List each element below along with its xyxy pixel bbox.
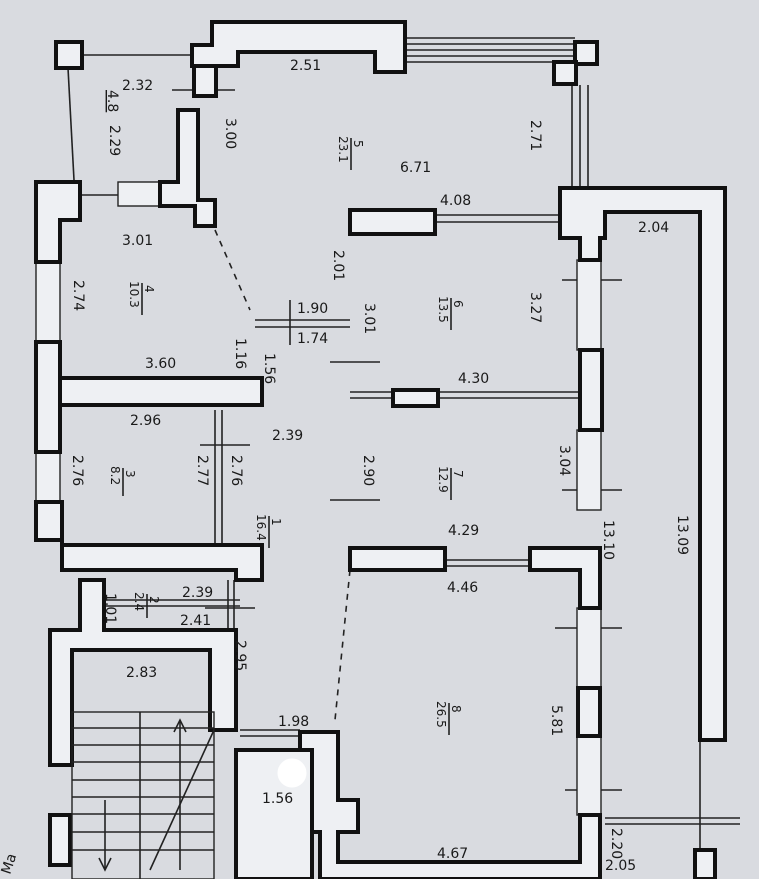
windows: [35, 181, 602, 816]
construction-lines: [67, 37, 740, 855]
room-6-label: 6 13.5: [436, 296, 465, 330]
dim-2-83: 2.83: [126, 665, 157, 681]
room-6-no: 6: [451, 300, 465, 308]
dim-2-05: 2.05: [605, 858, 636, 874]
dim-13-10: 13.10: [600, 520, 616, 560]
dim-2-71: 2.71: [527, 120, 543, 151]
room-3-no: 3: [123, 470, 137, 478]
dim-2-90: 2.90: [360, 455, 376, 486]
room-5-label: 5 23.1: [336, 136, 365, 170]
dim-3-01b: 3.01: [361, 303, 377, 334]
dim-2-39: 2.39: [272, 428, 303, 444]
dim-2-01: 2.01: [330, 250, 346, 281]
room-6-area: 13.5: [436, 296, 450, 323]
room-2-area: 2.4: [132, 592, 146, 611]
room-7-no: 7: [451, 470, 465, 478]
dim-2-95: 2.95: [232, 640, 248, 671]
room-5-no: 5: [351, 140, 365, 148]
room-1-no: 1: [269, 518, 283, 526]
dim-ma: Ма: [0, 852, 20, 877]
dim-1-16: 1.16: [232, 338, 248, 369]
dim-2-39b: 2.39: [182, 585, 213, 601]
dim-3-00: 3.00: [222, 118, 238, 149]
dim-2-96: 2.96: [130, 413, 161, 429]
dim-2-29: 2.29: [106, 125, 122, 156]
dim-4-08: 4.08: [440, 193, 471, 209]
dim-2-51: 2.51: [290, 58, 321, 74]
room-4-area: 10.3: [127, 281, 141, 308]
room-3-label: 3 8.2: [108, 466, 137, 496]
dim-4-67: 4.67: [437, 846, 468, 862]
dim-1-56b: 1.56: [262, 791, 293, 807]
dimension-labels: 2.51 2.32 4.8 2.29 3.00 6.71 2.71 4.08 2…: [0, 58, 690, 876]
dim-4-46: 4.46: [447, 580, 478, 596]
room-2-label: 2 2.4: [132, 592, 161, 618]
dim-3-60: 3.60: [145, 356, 176, 372]
marker-dot: [277, 758, 307, 788]
room-3-area: 8.2: [108, 466, 122, 485]
dim-2-20: 2.20: [608, 828, 624, 859]
dim-4-29: 4.29: [448, 523, 479, 539]
room-2-no: 2: [147, 596, 161, 604]
room-7-label: 7 12.9: [436, 466, 465, 500]
dim-1-56: 1.56: [261, 353, 277, 384]
dim-3-27: 3.27: [527, 292, 543, 323]
room-1-area: 16.4: [254, 514, 268, 541]
dim-2-76: 2.76: [69, 455, 85, 486]
dim-4-30: 4.30: [458, 371, 489, 387]
dim-1-74: 1.74: [297, 331, 328, 347]
room-5-area: 23.1: [336, 136, 350, 163]
dim-1-98: 1.98: [278, 714, 309, 730]
room-labels: 5 23.1 4 10.3 6 13.5 3 8.2 7 12.9 1 16.4: [108, 136, 465, 735]
room-8-label: 8 26.5: [434, 701, 463, 735]
room-7-area: 12.9: [436, 466, 450, 493]
dim-2-04: 2.04: [638, 220, 669, 236]
dim-3-01: 3.01: [122, 233, 153, 249]
dim-2-74: 2.74: [70, 280, 86, 311]
room-1-label: 1 16.4: [254, 514, 283, 548]
dim-1-01: 1.01: [102, 593, 118, 624]
dim-5-81: 5.81: [548, 705, 564, 736]
stairs: [71, 711, 215, 879]
dim-2-32: 2.32: [122, 78, 153, 94]
room-4-no: 4: [142, 285, 156, 293]
dim-2-76b: 2.76: [228, 455, 244, 486]
dim-2-41: 2.41: [180, 613, 211, 629]
dim-1-90: 1.90: [297, 301, 328, 317]
dim-3-04: 3.04: [556, 445, 572, 476]
room-8-area: 26.5: [434, 701, 448, 728]
dim-13-09: 13.09: [674, 515, 690, 555]
dim-4-8: 4.8: [104, 90, 120, 112]
dim-2-77: 2.77: [194, 455, 210, 486]
room-4-label: 4 10.3: [127, 281, 156, 315]
dim-6-71: 6.71: [400, 160, 431, 176]
room-8-no: 8: [449, 705, 463, 713]
walls: [34, 20, 727, 879]
